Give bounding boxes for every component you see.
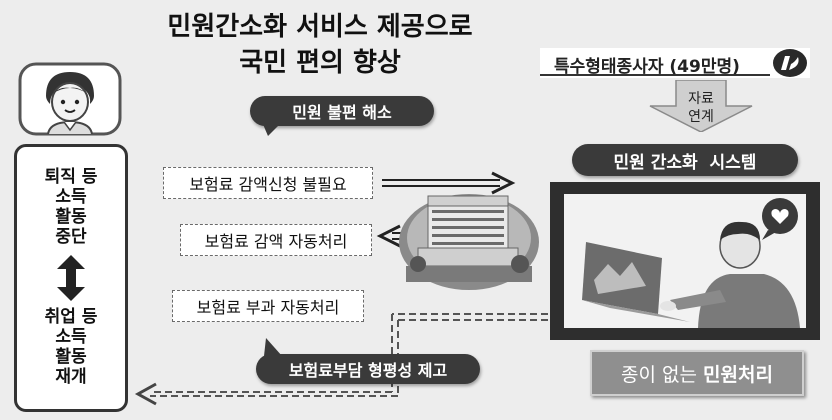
- data-link-down-arrow-icon: [649, 80, 753, 132]
- complaint-relief-pill: 민원 불편 해소: [250, 96, 434, 126]
- auto-levy-box: 보험료 부과 자동처리: [172, 290, 364, 322]
- right-arrow-icon: [382, 171, 516, 195]
- equity-pill: 보험료부담 형평성 제고: [256, 354, 480, 384]
- data-link-line-2: 연계: [688, 109, 714, 125]
- title-line-1: 민원간소화 서비스 제공으로: [167, 12, 473, 42]
- person-avatar-icon: [18, 62, 122, 136]
- auto-reduction-box: 보험료 감액 자동처리: [180, 224, 372, 256]
- no-reduction-application-box: 보험료 감액신청 불필요: [163, 167, 373, 199]
- paperless-prefix: 종이 없는: [621, 363, 698, 386]
- dashed-return-arrow: [150, 313, 548, 397]
- special-workers-label: 특수형태종사자 (49만명): [554, 57, 740, 77]
- special-workers-bar: 특수형태종사자 (49만명): [540, 48, 810, 78]
- speech-tail-icon: [262, 122, 282, 136]
- data-link-line-1: 자료: [688, 91, 714, 107]
- online-system-monitor-icon: [550, 182, 820, 340]
- simplification-system-pill: 민원 간소화 시스템: [572, 144, 798, 176]
- title-line-2: 국민 편의 향상: [239, 48, 401, 78]
- paperless-processing-banner: 종이 없는 민원처리: [590, 350, 804, 396]
- dashed-arrow-head-icon: [134, 382, 157, 406]
- speech-tail-icon: [264, 338, 282, 356]
- data-link-label: 자료 연계: [676, 90, 726, 126]
- comwel-logo-icon: [773, 49, 807, 77]
- income-suspend-label: 퇴직 등 소득 활동 중단: [44, 167, 98, 247]
- income-status-panel: 퇴직 등 소득 활동 중단 취업 등 소득 활동 재개: [14, 144, 128, 412]
- up-down-arrow-icon: [57, 255, 85, 301]
- income-resume-label: 취업 등 소득 활동 재개: [44, 307, 98, 387]
- office-building-icon: [399, 194, 539, 290]
- paperless-bold: 민원처리: [703, 363, 773, 386]
